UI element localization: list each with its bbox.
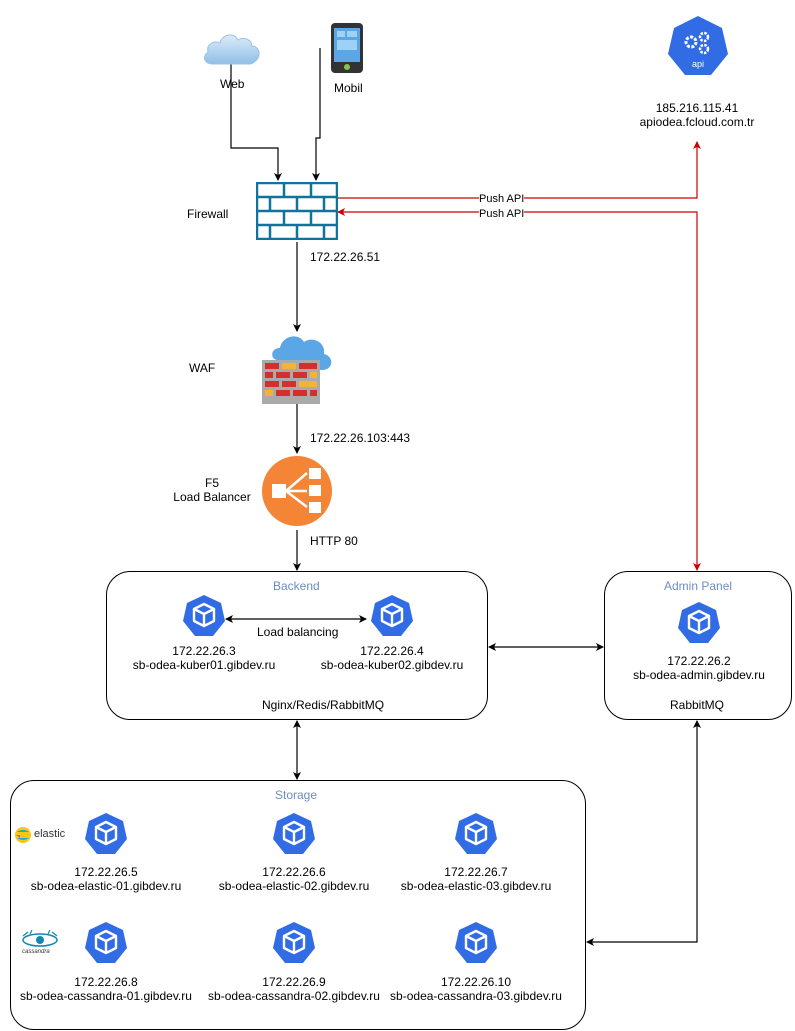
node-ip: 172.22.26.2: [667, 654, 731, 668]
kubernetes-node-icon: [455, 922, 497, 963]
node-ip: 172.22.26.10: [440, 975, 512, 989]
node-ip: 172.22.26.8: [74, 975, 138, 989]
node-ip: 172.22.26.3: [172, 644, 236, 658]
kubernetes-node-icon: [273, 813, 315, 854]
kubernetes-node-icon: [371, 595, 413, 636]
node-ip: 172.22.26.4: [360, 644, 424, 658]
storage-title: Storage: [275, 788, 318, 802]
api-ip: 185.216.115.41: [655, 101, 739, 115]
backend-group: [106, 571, 488, 720]
smartphone-icon: [331, 23, 363, 73]
firewall-label: Firewall: [187, 207, 229, 221]
waf-label: WAF: [189, 361, 216, 375]
push-api-label-1: Push API: [479, 192, 525, 206]
node-host: sb-odea-cassandra-03.gibdev.ru: [390, 989, 562, 1003]
waf-icon: [262, 336, 332, 404]
admin-panel-group: [604, 571, 792, 720]
push-api-label-2: Push API: [479, 207, 525, 221]
storage-group: [10, 780, 586, 1030]
admin-title: Admin Panel: [664, 579, 733, 593]
node-host: sb-odea-cassandra-02.gibdev.ru: [208, 989, 380, 1003]
firewall-icon: [256, 182, 338, 240]
node-host: sb-odea-elastic-01.gibdev.ru: [30, 879, 182, 893]
edge-admin-storage: [586, 720, 701, 946]
load-balancer-icon: [262, 456, 332, 526]
f5-label-line2: Load Balancer: [173, 490, 251, 504]
admin-footer: RabbitMQ: [669, 698, 725, 712]
node-host: sb-odea-elastic-02.gibdev.ru: [218, 879, 370, 893]
node-ip: 172.22.26.9: [262, 975, 326, 989]
waf-ip: 172.22.26.103:443: [310, 431, 411, 445]
api-host: apiodea.fcloud.com.tr: [639, 115, 755, 129]
f5-protocol: HTTP 80: [310, 534, 358, 548]
node-host: sb-odea-kuber02.gibdev.ru: [320, 658, 464, 672]
kubernetes-node-icon: [85, 922, 127, 963]
kubernetes-node-icon: [273, 922, 315, 963]
web-label: Web: [220, 77, 245, 91]
load-balancing-label: Load balancing: [257, 625, 339, 639]
node-ip: 172.22.26.6: [262, 865, 326, 879]
firewall-ip: 172.22.26.51: [310, 250, 381, 264]
cassandra-logo-text: cassandra: [22, 949, 50, 955]
f5-label-line1: F5: [204, 476, 219, 490]
cassandra-logo-icon: cassandra: [20, 930, 62, 960]
edge-mobile-firewall: [312, 48, 321, 181]
edge-web-firewall: [230, 62, 282, 181]
node-host: sb-odea-cassandra-01.gibdev.ru: [20, 989, 192, 1003]
node-ip: 172.22.26.5: [74, 865, 138, 879]
kubernetes-node-icon: [455, 813, 497, 854]
kubernetes-node-icon: [183, 595, 225, 636]
mobile-label: Mobil: [334, 81, 363, 95]
kubernetes-api-icon: api: [668, 16, 728, 75]
svg-text:api: api: [692, 59, 704, 69]
elastic-logo-text: elastic: [34, 828, 66, 840]
backend-title: Backend: [273, 579, 320, 593]
kubernetes-node-icon: [85, 813, 127, 854]
node-host: sb-odea-admin.gibdev.ru: [633, 668, 765, 682]
kubernetes-node-icon: [678, 602, 720, 643]
elastic-logo-icon: elastic: [14, 826, 74, 844]
node-host: sb-odea-kuber01.gibdev.ru: [132, 658, 276, 672]
backend-footer: Nginx/Redis/RabbitMQ: [262, 698, 385, 712]
edge-push-api-admin: [337, 208, 701, 571]
node-host: sb-odea-elastic-03.gibdev.ru: [400, 879, 552, 893]
node-ip: 172.22.26.7: [444, 865, 508, 879]
edge-push-api-out: [337, 141, 701, 199]
cloud-icon: [204, 34, 260, 65]
